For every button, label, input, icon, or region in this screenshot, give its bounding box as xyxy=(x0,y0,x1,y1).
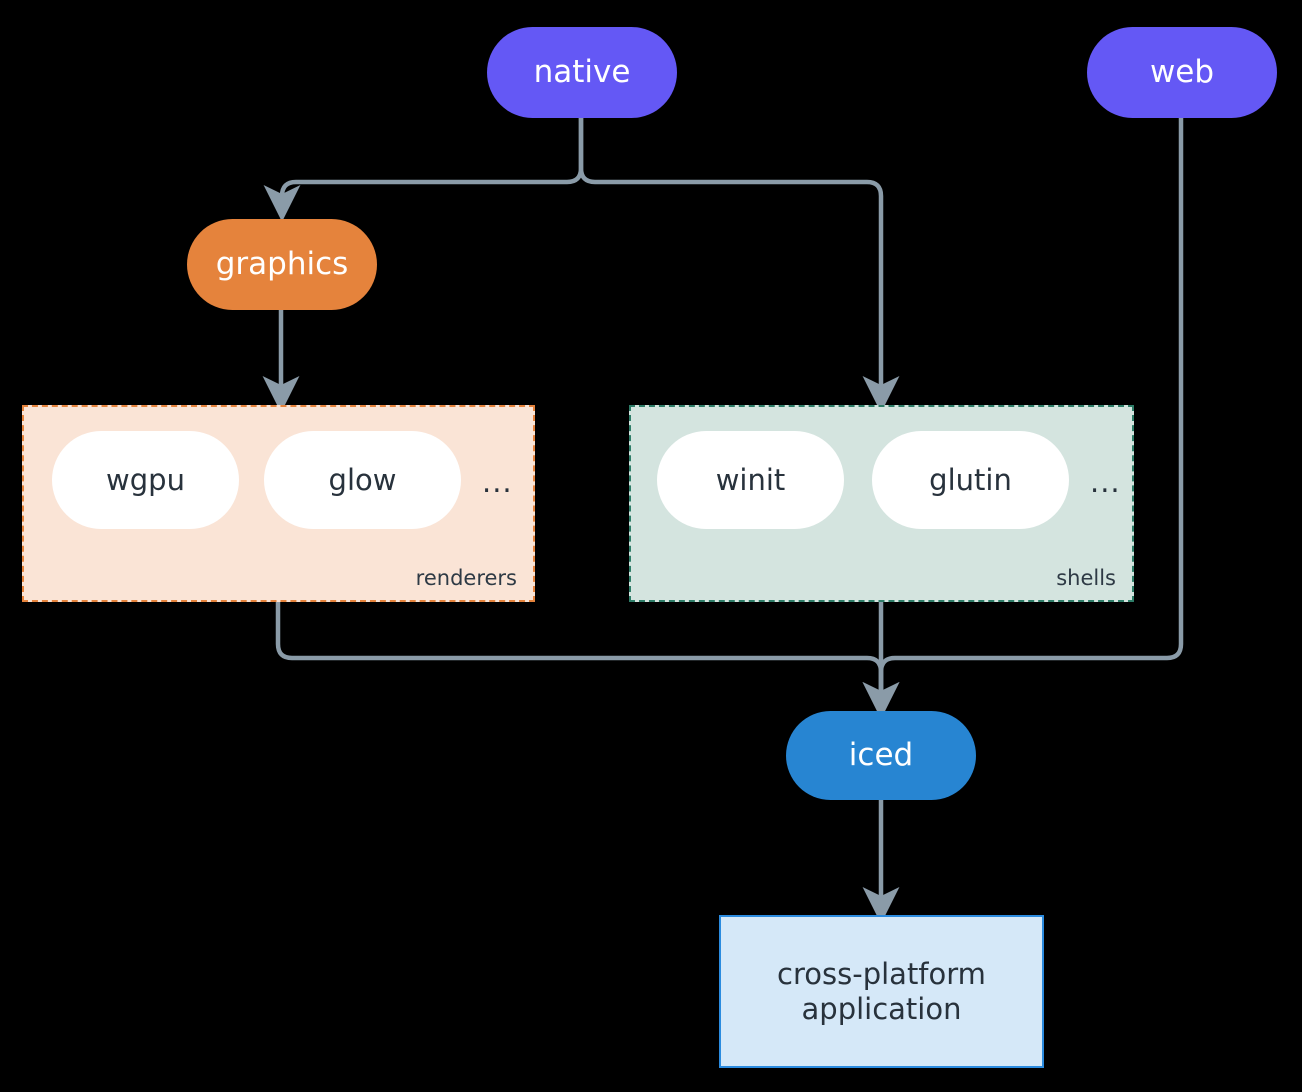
node-application-line1: cross-platform xyxy=(777,957,986,992)
node-web-label: web xyxy=(1149,54,1215,91)
node-iced[interactable]: iced xyxy=(786,711,976,800)
renderers-more-ellipsis: ... xyxy=(482,465,513,499)
leaf-pill-glow[interactable]: glow xyxy=(264,431,461,529)
node-iced-label: iced xyxy=(848,737,914,774)
node-native[interactable]: native xyxy=(487,27,677,118)
group-renderers: wgpu glow ... renderers xyxy=(22,405,535,602)
leaf-pill-winit-label: winit xyxy=(715,463,786,497)
edge-native-to-shells xyxy=(578,115,900,413)
group-shells-label: shells xyxy=(1056,566,1116,590)
group-renderers-label: renderers xyxy=(415,566,517,590)
node-application[interactable]: cross-platform application xyxy=(719,915,1044,1068)
leaf-pill-winit[interactable]: winit xyxy=(657,431,844,529)
leaf-pill-glutin-label: glutin xyxy=(929,463,1012,497)
leaf-pill-glow-label: glow xyxy=(328,463,397,497)
node-graphics-label: graphics xyxy=(215,246,349,283)
node-application-line2: application xyxy=(801,991,962,1026)
edge-renderers-to-iced xyxy=(275,599,900,719)
edge-web-to-iced xyxy=(862,115,1184,719)
leaf-pill-glutin[interactable]: glutin xyxy=(872,431,1069,529)
node-graphics[interactable]: graphics xyxy=(187,219,377,310)
node-native-label: native xyxy=(533,54,631,91)
leaf-pill-wgpu-label: wgpu xyxy=(106,463,185,497)
node-web[interactable]: web xyxy=(1087,27,1277,118)
group-shells: winit glutin ... shells xyxy=(629,405,1134,602)
edge-native-trunk xyxy=(263,115,584,222)
shells-more-ellipsis: ... xyxy=(1090,465,1121,499)
leaf-pill-wgpu[interactable]: wgpu xyxy=(52,431,239,529)
